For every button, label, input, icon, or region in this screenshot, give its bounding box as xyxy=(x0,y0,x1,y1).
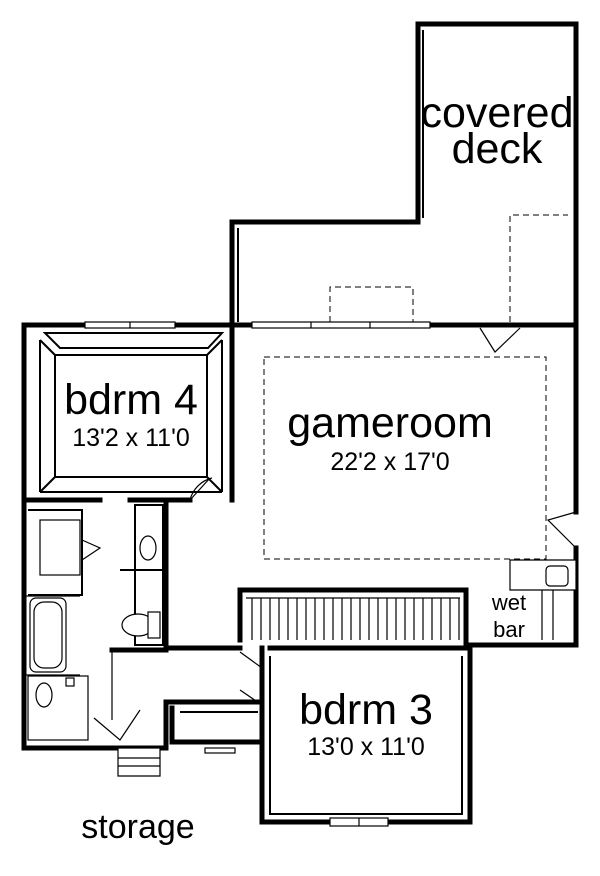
label-bdrm4-name: bdrm 4 xyxy=(64,376,198,424)
room-labels: covered deck bdrm 4 13'2 x 11'0 gameroom… xyxy=(64,89,573,846)
label-storage: storage xyxy=(81,808,194,846)
label-covered-deck-line1: covered xyxy=(421,89,574,137)
bedroom-4 xyxy=(21,322,235,503)
label-gameroom-name: gameroom xyxy=(287,399,493,447)
label-bdrm3-size: 13'0 x 11'0 xyxy=(307,733,425,761)
label-bdrm3-name: bdrm 3 xyxy=(299,686,433,734)
label-covered-deck-line2: deck xyxy=(452,125,543,173)
stairs xyxy=(237,587,469,648)
label-wet-bar-line2: bar xyxy=(493,617,525,642)
label-bdrm4-size: 13'2 x 11'0 xyxy=(72,424,190,452)
covered-deck-area xyxy=(229,21,579,328)
label-gameroom-size: 22'2 x 17'0 xyxy=(330,448,449,476)
gameroom-area xyxy=(263,356,577,640)
label-wet-bar-line1: wet xyxy=(491,590,526,615)
bedroom-3 xyxy=(259,645,473,827)
bathroom xyxy=(24,504,169,741)
closet-area xyxy=(93,651,265,777)
